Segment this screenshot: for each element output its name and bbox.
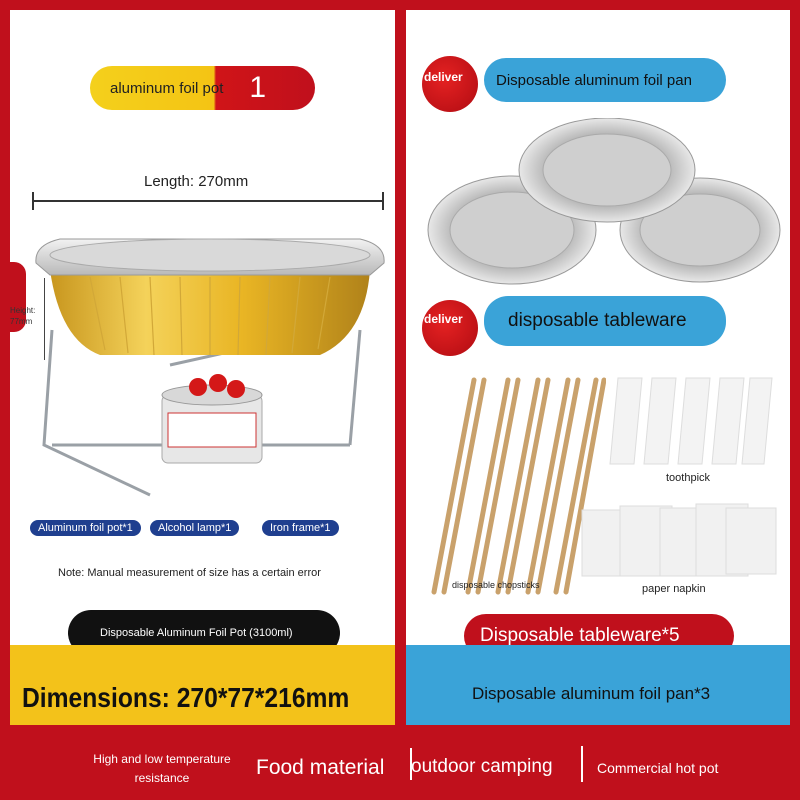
deliver-tag-2-text: deliver [424, 312, 463, 326]
foil-pans-image [427, 118, 781, 285]
napkin-label: paper napkin [642, 583, 706, 595]
length-line [32, 200, 384, 202]
pot-title-pill: aluminum foil pot 1 [90, 66, 315, 110]
pan-title: Disposable aluminum foil pan [496, 71, 692, 89]
deliver-tag-2 [422, 300, 478, 356]
tableware-count: Disposable tableware*5 [480, 625, 680, 646]
deliver-tag-1-text: deliver [424, 70, 463, 84]
pan-title-pill: Disposable aluminum foil pan [484, 58, 726, 102]
toothpicks-image [609, 377, 773, 465]
left-panel: aluminum foil pot 1 Length: 270mm Height… [10, 10, 395, 725]
length-tick-left [32, 192, 34, 210]
napkins-image [581, 503, 777, 577]
deliver-tag-1 [422, 56, 478, 112]
chip-alcohol-lamp: Alcohol lamp*1 [150, 520, 240, 536]
pan-count: Disposable aluminum foil pan*3 [472, 684, 711, 703]
dimensions-bar [10, 645, 395, 725]
dimensions-text: Dimensions: 270*77*216mm [22, 682, 350, 713]
tableware-title-pill: disposable tableware [484, 296, 726, 346]
right-panel: deliver Disposable aluminum foil pan del… [406, 10, 790, 725]
height-tab [10, 262, 26, 332]
measurement-note: Note: Manual measurement of size has a c… [58, 567, 321, 579]
footer-food-material: Food material [256, 756, 385, 779]
footer-outdoor-camping: outdoor camping [411, 756, 553, 777]
length-tick-right [382, 192, 384, 210]
chip-iron-frame: Iron frame*1 [262, 520, 339, 536]
length-label: Length: 270mm [144, 173, 249, 190]
pot-illustration [35, 238, 385, 497]
footer-commercial-hot-pot: Commercial hot pot [597, 760, 719, 776]
chopsticks-image [431, 377, 606, 595]
footer-divider-2 [581, 746, 583, 782]
pot-title-number: 1 [249, 71, 267, 104]
pot-title-text: aluminum foil pot [110, 79, 224, 97]
chip-aluminum-pot: Aluminum foil pot*1 [30, 520, 141, 536]
pan-count-bar [406, 645, 790, 725]
footer-temperature-resistance: High and low temperature resistance [93, 752, 231, 785]
chopsticks-label: disposable chopsticks [452, 580, 540, 590]
height-line [44, 278, 45, 360]
product-name: Disposable Aluminum Foil Pot (3100ml) [100, 627, 293, 639]
tableware-title: disposable tableware [508, 310, 687, 331]
toothpick-label: toothpick [666, 472, 711, 484]
footer-divider-1 [410, 748, 412, 780]
height-label: Height: 77mm [10, 306, 36, 326]
